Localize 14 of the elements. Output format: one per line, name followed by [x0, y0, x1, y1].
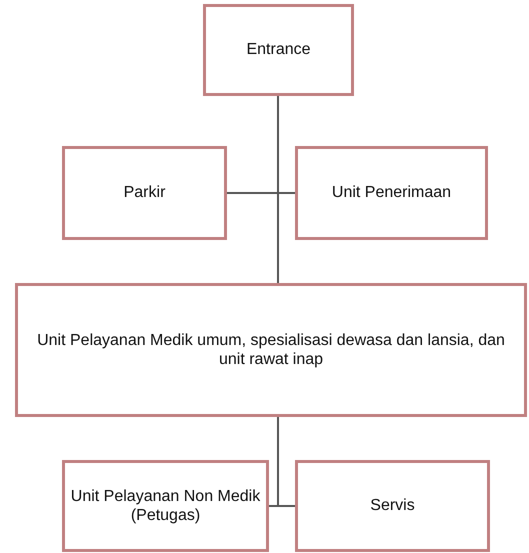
process-box: [295, 460, 490, 552]
box-label: Entrance: [246, 40, 311, 60]
box-label: Parkir: [124, 183, 166, 203]
box-label: Unit Pelayanan Non Medik (Petugas): [70, 486, 262, 526]
process-box: [295, 146, 488, 240]
process-box: [203, 4, 354, 96]
connector-line: [277, 417, 295, 507]
box-label: Unit Penerimaan: [332, 183, 452, 203]
box-label: Servis: [370, 496, 415, 516]
connector-line: [277, 96, 279, 283]
process-box: [62, 146, 227, 240]
box-label: Unit Pelayanan Medik umum, spesialisasi dewasa dan lansia, dan unit rawat inap: [36, 330, 506, 370]
process-box: [62, 460, 269, 552]
process-box: [15, 283, 527, 417]
